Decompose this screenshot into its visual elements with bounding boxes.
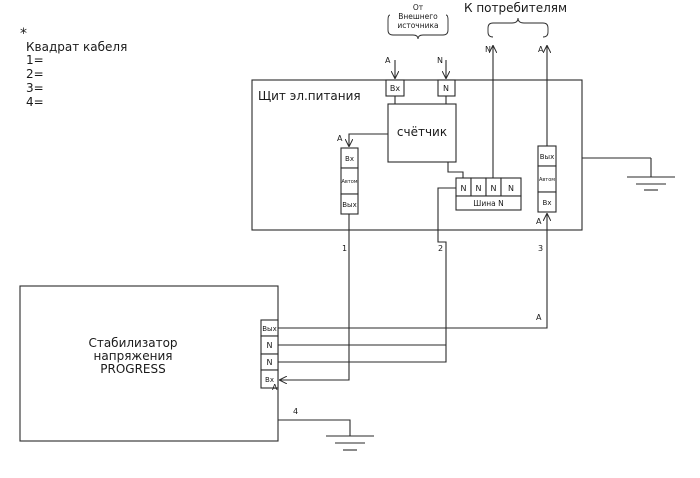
source-neutral-label: N (437, 56, 443, 65)
wire-3 (278, 214, 547, 329)
source-label-1: От (413, 3, 424, 12)
left-breaker-in-label: Вх (345, 155, 354, 163)
wire-meter-to-breaker (349, 133, 388, 146)
neutral-bus-label: Шина N (473, 199, 503, 208)
stabilizer-terminal-in (260, 369, 279, 389)
source-label-2: Внешнего (398, 12, 438, 21)
cable-section-legend: * Квадрат кабеля 1= 2= 3= 4= (20, 26, 127, 109)
consumers-phase-label: A (538, 45, 544, 54)
bus-cell-1-label: N (461, 184, 467, 193)
legend-row-4: 4= (26, 95, 44, 109)
wire-1 (280, 214, 350, 380)
stabilizer-line-2: напряжения (94, 349, 173, 363)
legend-row-1: 1= (26, 53, 44, 67)
source-label-3: источника (397, 21, 438, 30)
wire-3-label: 3 (538, 244, 543, 253)
wire-1-label: 1 (342, 244, 347, 253)
power-panel: Щит эл.питания Вх N счётчик A Вх Автом В… (251, 79, 583, 231)
stabilizer-terminal-n1-label: N (267, 341, 273, 350)
legend-star: * (20, 26, 27, 42)
bus-cell-3-label: N (491, 184, 497, 193)
wire-2 (278, 187, 456, 363)
wire-4 (278, 419, 351, 436)
source-phase-label: A (385, 56, 391, 65)
stabilizer: Стабилизатор напряжения PROGRESS Вых N N… (19, 285, 279, 442)
external-source: От Внешнего источника A N (385, 3, 448, 78)
stabilizer-terminal-out-label: Вых (262, 325, 276, 333)
legend-row-3: 3= (26, 81, 44, 95)
stabilizer-frame (19, 285, 279, 442)
wire-meter-to-bus (447, 162, 464, 178)
panel-title: Щит эл.питания (258, 89, 361, 103)
left-breaker-out-label: Вых (342, 201, 356, 209)
meter-label: счётчик (397, 125, 447, 139)
neutral-bus-base (455, 195, 522, 211)
consumers: К потребителям N A (464, 1, 567, 54)
left-breaker-phase: A (337, 134, 343, 143)
consumers-label: К потребителям (464, 1, 567, 15)
bus-cell-2-label: N (476, 184, 482, 193)
wire-3-phase-label: A (536, 313, 542, 322)
stabilizer-terminal-in-label: Вх (265, 376, 274, 384)
wire-4-label: 4 (293, 407, 298, 416)
input-terminal-label: Вх (390, 84, 400, 93)
stabilizer-terminal-n2-label: N (267, 358, 273, 367)
right-breaker-in (537, 191, 557, 213)
source-bracket (387, 14, 449, 40)
consumers-bracket (487, 17, 549, 38)
right-breaker-out-label: Вых (540, 153, 554, 161)
stabilizer-line-3: PROGRESS (100, 362, 165, 376)
right-breaker-phase: A (536, 217, 542, 226)
right-breaker-in-label: Вх (543, 199, 552, 207)
left-breaker-body-label: Автом (341, 179, 357, 185)
consumers-neutral-label: N (485, 45, 491, 54)
legend-title: Квадрат кабеля (26, 40, 127, 54)
electric-meter (387, 103, 457, 163)
stabilizer-line-1: Стабилизатор (88, 336, 177, 350)
stabilizer-phase-label: A (272, 383, 278, 392)
bus-cell-4-label: N (508, 184, 514, 193)
right-breaker-body-label: Автом (539, 177, 555, 183)
panel-wiring (349, 46, 675, 191)
legend-row-2: 2= (26, 67, 44, 81)
neutral-terminal-label: N (443, 84, 449, 93)
wire-2-label: 2 (438, 244, 443, 253)
inter-cabling: 1 A 2 3 A 4 (272, 187, 547, 451)
